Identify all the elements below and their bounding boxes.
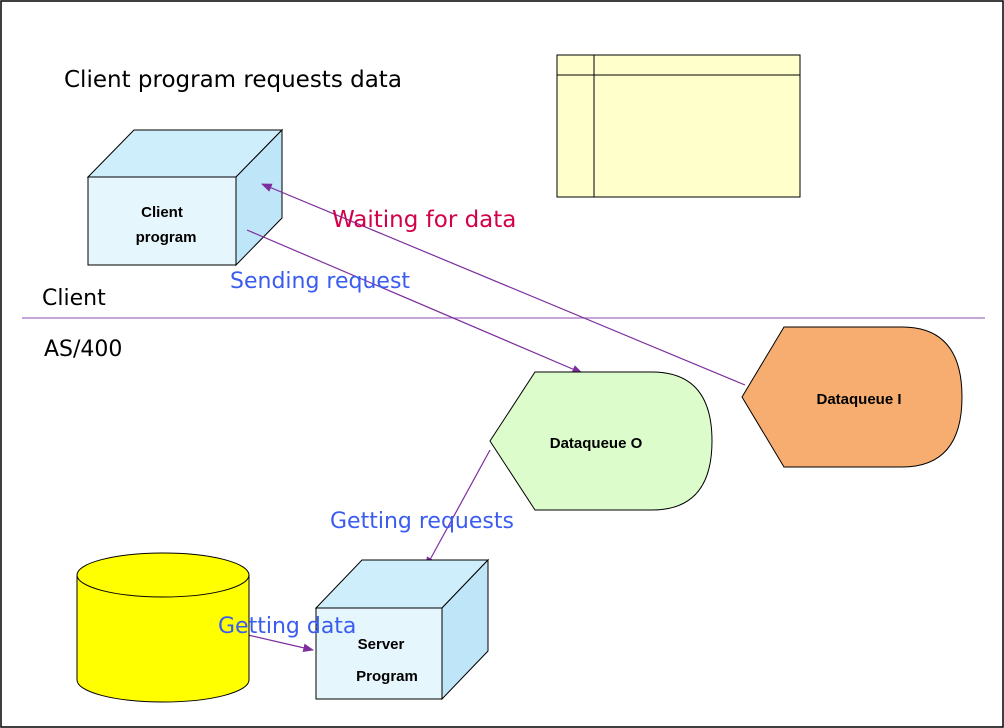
edge-label-getting-data: Getting data bbox=[218, 614, 356, 639]
edge-label-waiting-for-data: Waiting for data bbox=[332, 207, 516, 233]
database-cylinder bbox=[76, 552, 250, 703]
server-program-label-line2: Program bbox=[356, 668, 418, 685]
diagram-title: Client program requests data bbox=[64, 67, 402, 93]
arrow-getting-requests bbox=[425, 449, 491, 568]
server-program-label-line1: Server bbox=[358, 636, 405, 653]
dataqueue-o-shape: Dataqueue O bbox=[489, 371, 713, 511]
client-program-label-line2: program bbox=[136, 229, 197, 246]
dataqueue-i-label: Dataqueue I bbox=[816, 391, 901, 408]
arrow-getting-data bbox=[247, 634, 315, 653]
client-program-box: Client program bbox=[86, 128, 284, 267]
note-table bbox=[556, 54, 801, 198]
dataqueue-o-label: Dataqueue O bbox=[550, 435, 643, 452]
section-label-as400: AS/400 bbox=[44, 337, 122, 362]
client-program-label-line1: Client bbox=[141, 204, 183, 221]
edge-label-sending-request: Sending request bbox=[230, 269, 410, 294]
dataqueue-i-shape: Dataqueue I bbox=[741, 326, 963, 468]
section-label-client: Client bbox=[42, 286, 106, 311]
edge-label-getting-requests: Getting requests bbox=[330, 509, 514, 534]
server-program-box: Server Program bbox=[314, 558, 490, 701]
arrow-waiting-for-data bbox=[261, 183, 746, 386]
arrow-sending-request bbox=[246, 229, 583, 374]
